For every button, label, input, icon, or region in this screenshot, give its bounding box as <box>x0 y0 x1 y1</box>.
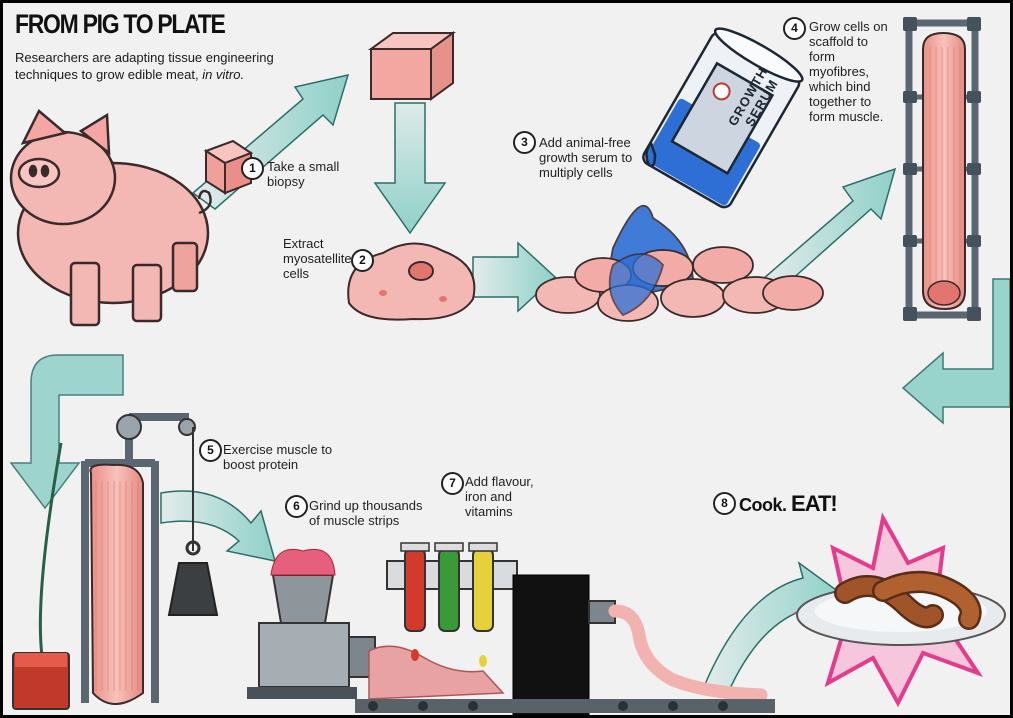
illustration <box>9 17 1010 715</box>
exercise-rig-icon <box>12 413 219 710</box>
dropper-icon <box>386 542 518 667</box>
infographic-canvas: FROM PIG TO PLATE Researchers are adapti… <box>3 3 1010 715</box>
step-5-text: Exercise muscle to boost protein <box>223 442 333 472</box>
weight-icon <box>167 540 219 616</box>
cell-pile-icon <box>535 205 824 322</box>
step-7-text: Add flavour, iron and vitamins <box>465 474 534 519</box>
step-6-text: Grind up thousands of muscle strips <box>309 498 423 528</box>
step-1-badge: 1 <box>241 157 264 180</box>
step-3-text: Add animal-free growth serum to multiply… <box>539 135 633 180</box>
pig-icon <box>9 109 212 327</box>
step-3-badge: 3 <box>513 131 536 154</box>
step-4-badge: 4 <box>783 17 806 40</box>
plate-icon <box>793 512 1006 708</box>
step-7-badge: 7 <box>441 472 464 495</box>
sausage-machine-icon <box>355 574 775 715</box>
scaffold-icon <box>903 17 981 321</box>
step-6-badge: 6 <box>285 495 308 518</box>
step-2-text: Extract myosatellite cells <box>283 236 352 281</box>
step-8-badge: 8 <box>713 492 736 515</box>
grinder-icon <box>247 549 505 700</box>
step-1-text: Take a small biopsy <box>267 159 340 189</box>
page-subtitle: Researchers are adapting tissue engineer… <box>15 50 274 82</box>
cells-icon <box>347 242 476 321</box>
tissue-cube-icon <box>367 31 457 101</box>
step-2-badge: 2 <box>351 249 374 272</box>
step-4-text: Grow cells on scaffold to form myofibres… <box>809 19 888 124</box>
serum-jar-icon <box>642 27 804 209</box>
step-8-text: Cook. EAT! <box>739 491 838 516</box>
page-title: FROM PIG TO PLATE <box>15 9 226 39</box>
step-5-badge: 5 <box>199 439 222 462</box>
